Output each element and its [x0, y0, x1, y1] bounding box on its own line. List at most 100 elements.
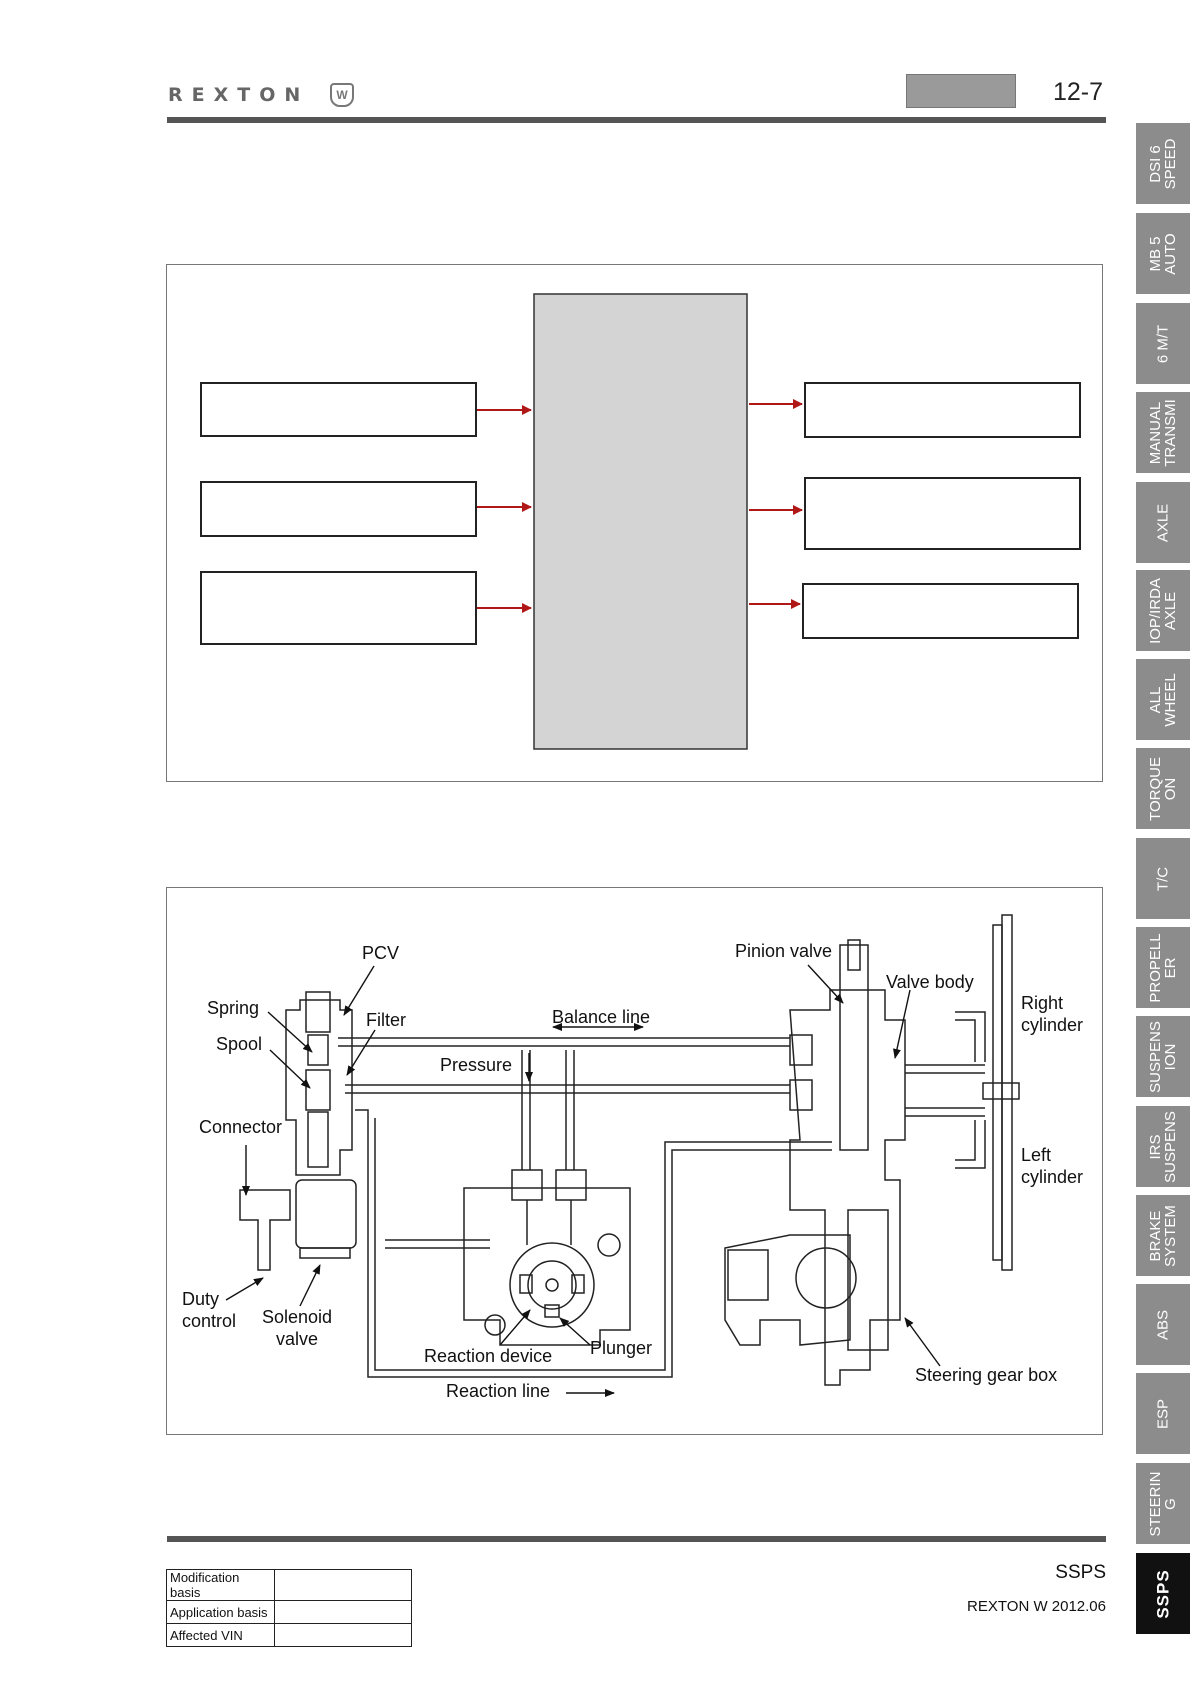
label-steering-gear-box: Steering gear box: [915, 1365, 1058, 1385]
chapter-tab[interactable]: BRAKE SYSTEM: [1136, 1195, 1190, 1276]
pressure-line-pipe: [345, 1084, 790, 1094]
block-diagram: [200, 293, 1081, 750]
pcv-top-cap: [305, 991, 331, 1033]
chapter-tab[interactable]: ESP: [1136, 1373, 1190, 1454]
pcv-body: [285, 999, 353, 1176]
table-row: Application basis: [166, 1600, 412, 1624]
hydraulic-diagram: [225, 914, 1020, 1397]
header-section-block: [906, 74, 1016, 108]
reaction-return-pipe: [385, 1239, 490, 1249]
footer-rule: [167, 1536, 1106, 1542]
footer-section-title: SSPS: [1055, 1562, 1106, 1583]
chapter-tab-label: BRAKE SYSTEM: [1147, 1204, 1179, 1267]
chapter-tab-label: PROPELL ER: [1147, 932, 1179, 1003]
basis-value: [274, 1623, 412, 1647]
solenoid-base: [299, 1247, 351, 1259]
chapter-tab[interactable]: AXLE: [1136, 482, 1190, 563]
chapter-tab[interactable]: T/C: [1136, 838, 1190, 919]
pressure-drop-left: [521, 1050, 531, 1170]
pinion-valve-leader: [807, 964, 844, 1004]
chapter-tab[interactable]: MB 5 AUTO: [1136, 213, 1190, 294]
basis-table: Modification basis Application basis Aff…: [166, 1569, 412, 1647]
label-valve-body: Valve body: [886, 972, 974, 992]
chapter-tab[interactable]: IOP/IRDA AXLE: [1136, 570, 1190, 651]
plunger-left: [519, 1274, 533, 1294]
spool-leader: [269, 1049, 311, 1089]
label-connector: Connector: [199, 1117, 283, 1137]
label-spring: Spring: [207, 998, 260, 1018]
pinion-valve-shaft: [839, 944, 869, 1151]
chapter-tab[interactable]: SSPS: [1136, 1553, 1190, 1634]
gear-sector: [795, 1247, 857, 1309]
pcv-stem: [307, 1111, 329, 1168]
output-block-1: [804, 382, 1081, 438]
cylinder-pipe-left: [905, 1107, 985, 1117]
filter-leader: [346, 1029, 376, 1076]
chapter-tab[interactable]: IRS SUSPENS: [1136, 1106, 1190, 1187]
brand-badge-icon: W: [330, 83, 354, 107]
input-block-1: [200, 382, 477, 437]
pcv-leader: [343, 965, 375, 1016]
cylinder-pipe-right: [905, 1064, 985, 1074]
plunger-right: [571, 1274, 585, 1294]
chapter-tab-label: STEERIN G: [1147, 1470, 1179, 1537]
pressure-drop-right: [565, 1050, 575, 1170]
header-rule: [167, 117, 1106, 123]
label-pressure: Pressure: [440, 1055, 513, 1075]
solenoid-leader: [299, 1264, 321, 1307]
control-unit-block: [533, 293, 748, 750]
reaction-line-pipe: [355, 1109, 832, 1378]
chapter-tab[interactable]: TORQUE ON: [1136, 748, 1190, 829]
label-filter: Filter: [366, 1010, 406, 1030]
label-plunger: Plunger: [590, 1338, 653, 1358]
gear-box-housing: [724, 1234, 851, 1346]
page-number: 12-7: [1053, 78, 1104, 106]
chapter-tab[interactable]: 6 M/T: [1136, 303, 1190, 384]
chapter-tab-label: MB 5 AUTO: [1147, 232, 1179, 275]
spring-leader: [267, 1011, 313, 1053]
chapter-tab[interactable]: PROPELL ER: [1136, 927, 1190, 1008]
basis-key: Modification basis: [166, 1569, 275, 1601]
chapter-tab-label: AXLE: [1154, 503, 1172, 542]
table-row: Affected VIN: [166, 1623, 412, 1647]
label-pinion-valve: Pinion valve: [735, 941, 833, 961]
label-reaction-line: Reaction line: [446, 1381, 551, 1401]
label-balance-line: Balance line: [552, 1007, 651, 1027]
label-reaction-device: Reaction device: [424, 1346, 553, 1366]
basis-value: [274, 1569, 412, 1601]
reaction-device-housing: [509, 1242, 595, 1328]
chapter-tab[interactable]: ALL WHEEL: [1136, 659, 1190, 740]
brand-logo: REXTON: [168, 84, 310, 106]
chapter-tab[interactable]: STEERIN G: [1136, 1463, 1190, 1544]
pinion-spline: [847, 1209, 889, 1351]
hydraulic-diagram-frame: [166, 887, 1103, 1435]
pcv-spool: [305, 1069, 331, 1111]
reaction-port-right: [555, 1169, 587, 1201]
pcv-spring: [307, 1034, 329, 1066]
output-block-2: [804, 477, 1081, 550]
input-block-2: [200, 481, 477, 537]
chapter-tab-label: 6 M/T: [1154, 324, 1172, 363]
valve-body: [789, 989, 906, 1386]
output-block-3: [802, 583, 1079, 639]
valve-body-leader: [893, 989, 911, 1059]
valve-port-upper: [789, 1034, 813, 1066]
mount-hole-left: [484, 1314, 506, 1336]
input-block-3: [200, 571, 477, 645]
chapter-tab-label: MANUAL TRANSMI: [1147, 398, 1179, 467]
plunger-leader: [559, 1317, 591, 1346]
chapter-tab[interactable]: ABS: [1136, 1284, 1190, 1365]
steering-column-cylinder: [1001, 914, 1013, 1271]
duty-control-leader: [225, 1277, 264, 1301]
chapter-tab[interactable]: MANUAL TRANSMI: [1136, 392, 1190, 473]
footer-model-date: REXTON W 2012.06: [967, 1598, 1106, 1615]
chapter-tab-label: DSI 6 SPEED: [1147, 138, 1179, 189]
chapter-tab-label: SUSPENS ION: [1147, 1020, 1179, 1093]
table-row: Modification basis: [166, 1569, 412, 1601]
pinion-valve-top: [847, 939, 861, 971]
chapter-tab[interactable]: DSI 6 SPEED: [1136, 123, 1190, 204]
chapter-tab-label: ESP: [1154, 1398, 1172, 1429]
chapter-tab-label: IOP/IRDA AXLE: [1147, 577, 1179, 644]
chapter-tab[interactable]: SUSPENS ION: [1136, 1016, 1190, 1097]
valve-port-lower: [789, 1079, 813, 1111]
